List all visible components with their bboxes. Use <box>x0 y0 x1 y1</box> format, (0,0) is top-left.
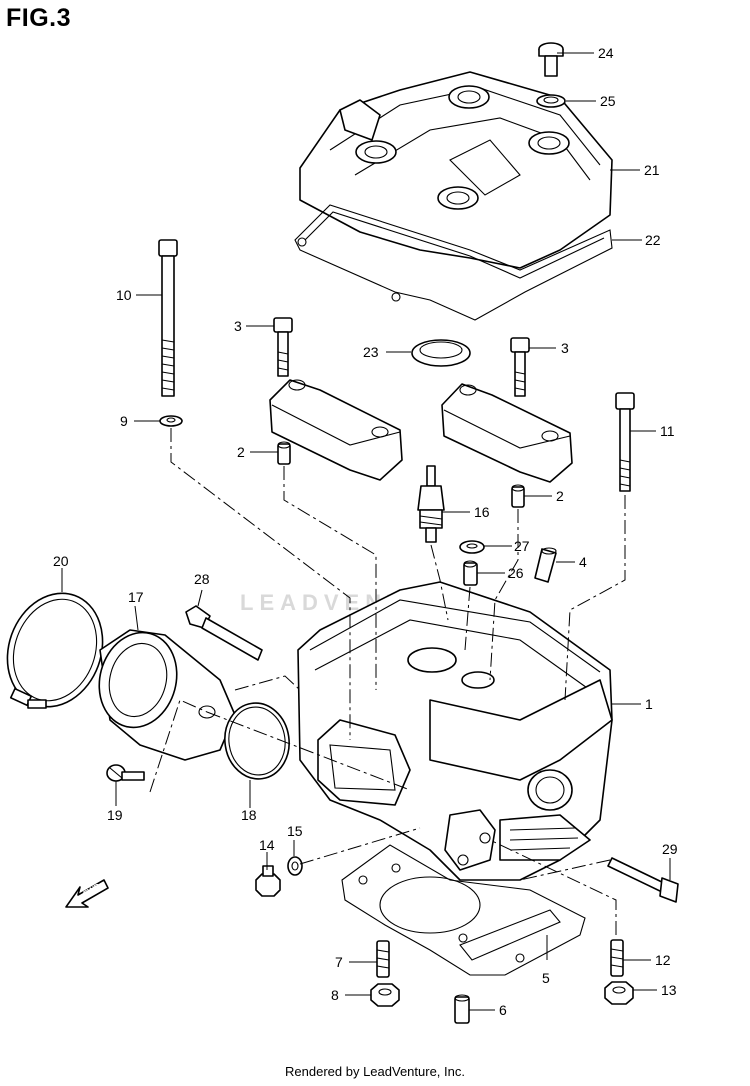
callout-11: 11 <box>660 423 675 439</box>
bolt-3-right[interactable] <box>510 337 530 397</box>
callout-18: 18 <box>241 807 257 823</box>
callout-3-left: 3 <box>234 318 242 334</box>
stud-7[interactable] <box>376 940 390 978</box>
callout-8: 8 <box>331 987 339 1003</box>
callout-24: 24 <box>598 45 614 61</box>
bolt-3-left[interactable] <box>273 317 293 377</box>
callout-25: 25 <box>600 93 616 109</box>
callout-6: 6 <box>499 1002 507 1018</box>
callout-14: 14 <box>259 837 275 853</box>
callout-1: 1 <box>645 696 653 712</box>
footer-credit: Rendered by LeadVenture, Inc. <box>285 1064 465 1079</box>
cylinder-head-cover[interactable] <box>299 71 613 269</box>
o-ring-18[interactable] <box>220 699 294 783</box>
callout-12: 12 <box>655 952 671 968</box>
callout-3-right: 3 <box>561 340 569 356</box>
washer-15[interactable] <box>287 856 303 876</box>
callout-7: 7 <box>335 954 343 970</box>
figure-title: FIG.3 <box>6 4 72 32</box>
intake-pipe-17[interactable] <box>89 624 236 761</box>
callout-21: 21 <box>644 162 660 178</box>
screw-19[interactable] <box>106 764 145 782</box>
callout-17: 17 <box>128 589 144 605</box>
cylinder-head[interactable] <box>297 581 613 881</box>
callout-27: 27 <box>514 538 530 554</box>
callout-2-left: 2 <box>237 444 245 460</box>
camshaft-holder-left[interactable] <box>269 379 403 481</box>
callout-20: 20 <box>53 553 69 569</box>
callout-22: 22 <box>645 232 661 248</box>
callout-4: 4 <box>579 554 587 570</box>
head-gasket[interactable] <box>341 844 586 976</box>
stud-12[interactable] <box>610 939 624 977</box>
long-bolt-10[interactable] <box>158 239 178 397</box>
callout-26: 26 <box>508 565 524 581</box>
long-bolt-11[interactable] <box>615 392 635 492</box>
pin-26[interactable] <box>463 560 478 586</box>
clamp-20[interactable] <box>0 580 118 720</box>
pipe-4[interactable] <box>534 547 557 583</box>
spark-plug-16[interactable] <box>417 465 445 543</box>
callout-28: 28 <box>194 571 210 587</box>
bolt-14[interactable] <box>255 865 281 897</box>
callout-13: 13 <box>661 982 677 998</box>
dowel-pin-2-left[interactable] <box>277 441 291 465</box>
nut-8[interactable] <box>370 983 400 1007</box>
callout-19: 19 <box>107 807 123 823</box>
dowel-pin-6[interactable] <box>454 994 470 1024</box>
callout-15: 15 <box>287 823 303 839</box>
bolt-24[interactable] <box>538 42 564 77</box>
callout-29: 29 <box>662 841 678 857</box>
callout-10: 10 <box>116 287 132 303</box>
fwd-arrow-icon <box>65 879 109 908</box>
washer-9[interactable] <box>159 415 183 427</box>
camshaft-holder-right[interactable] <box>441 383 573 483</box>
callout-9: 9 <box>120 413 128 429</box>
callout-16: 16 <box>474 504 490 520</box>
seal-23[interactable] <box>411 339 471 367</box>
bolt-28[interactable] <box>185 605 263 661</box>
callout-5: 5 <box>542 970 550 986</box>
callout-23: 23 <box>363 344 379 360</box>
callout-2-right: 2 <box>556 488 564 504</box>
bolt-29[interactable] <box>607 857 679 903</box>
nut-13[interactable] <box>604 981 634 1005</box>
washer-27[interactable] <box>459 540 485 554</box>
dowel-pin-2-right[interactable] <box>511 484 525 508</box>
washer-25[interactable] <box>536 94 566 108</box>
cover-gasket[interactable] <box>294 204 613 321</box>
